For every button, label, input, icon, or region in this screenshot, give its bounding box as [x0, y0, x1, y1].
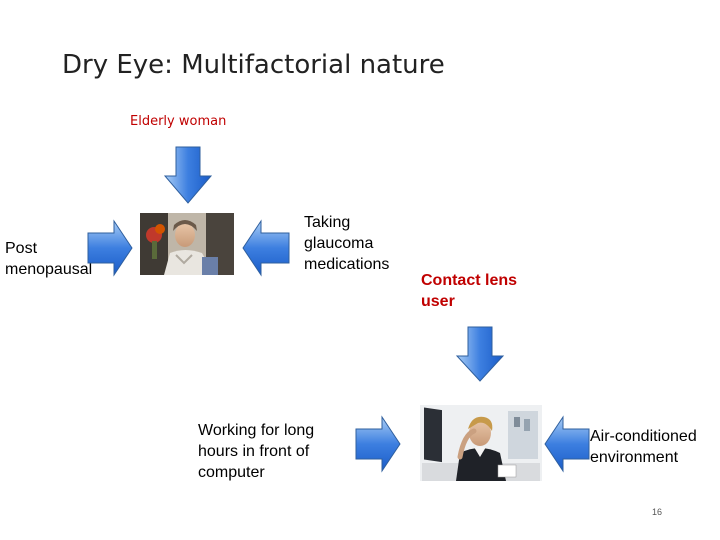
label-working-at-computer: Working for long hours in front of compu… — [198, 422, 315, 481]
computer-worker-photo — [420, 405, 542, 481]
label-air-conditioned: Air-conditioned environment — [590, 428, 697, 466]
down-arrow-icon — [163, 146, 213, 204]
right-arrow-icon — [87, 219, 133, 277]
label-post-menopausal: Post menopausal — [5, 240, 93, 278]
slide-title: Dry Eye: Multifactorial nature — [62, 50, 445, 80]
label-contact-lens-user: Contact lens user — [421, 272, 518, 310]
left-arrow-icon — [242, 219, 290, 277]
down-arrow-icon — [455, 326, 505, 382]
elderly-woman-photo — [140, 213, 234, 275]
label-glaucoma-medications: Taking glaucoma medications — [304, 214, 390, 273]
elderly-woman-heading: Elderly woman — [130, 114, 227, 129]
page-number: 16 — [652, 507, 663, 517]
left-arrow-icon — [544, 415, 590, 473]
right-arrow-icon — [355, 415, 401, 473]
